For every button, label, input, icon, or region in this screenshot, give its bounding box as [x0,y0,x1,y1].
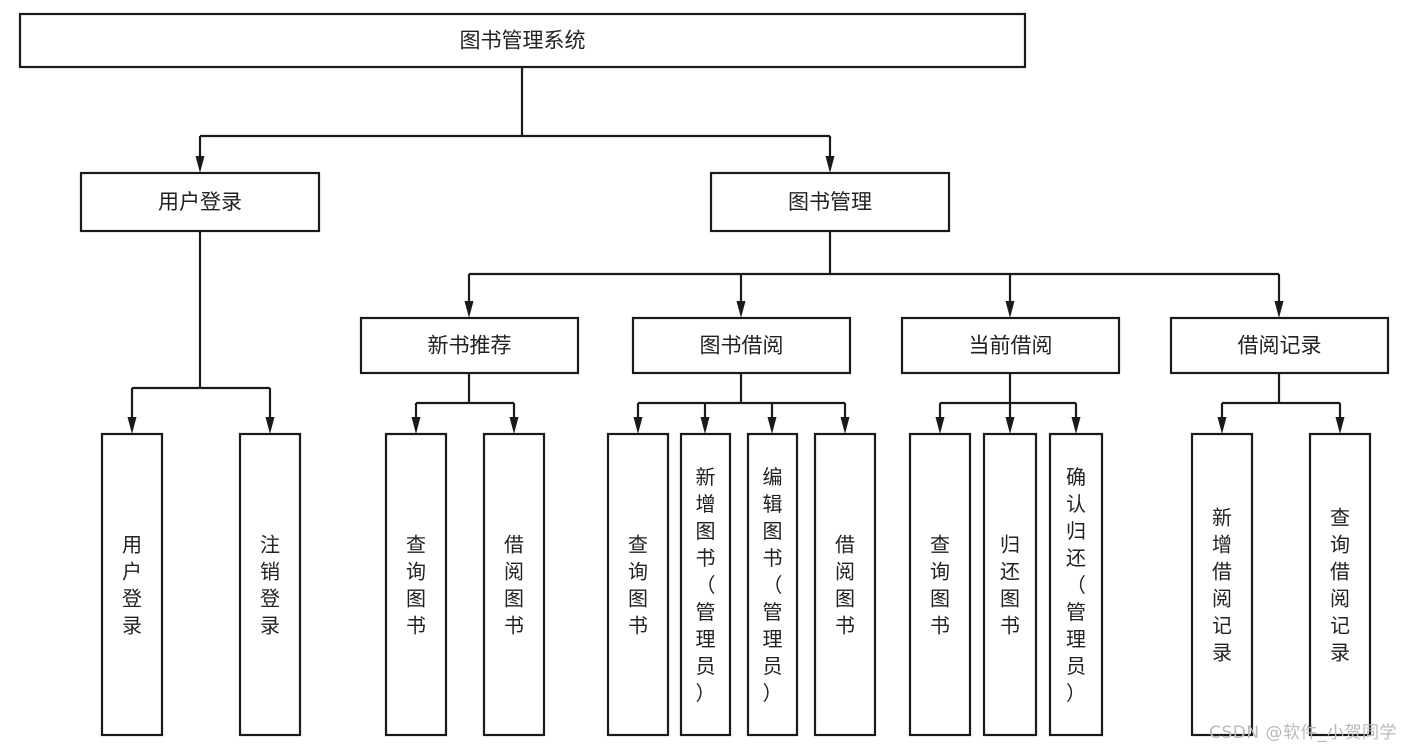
node-box[interactable] [1190,432,1254,737]
node-box[interactable] [982,432,1038,737]
branch-node-图书借阅[interactable]: 图书借阅 [631,316,852,375]
leaf-node-确认归还管理员[interactable]: 确认归还（管理员） [1048,432,1104,737]
arrow-head-icon [633,417,643,434]
arrow-head-icon [464,301,474,318]
arrow-head-icon [1005,301,1015,318]
leaf-node-新增图书管理员[interactable]: 新增图书（管理员） [679,432,732,737]
branch-node-借阅记录[interactable]: 借阅记录 [1169,316,1390,375]
node-box[interactable] [18,12,1027,69]
leaf-node-用户登录[interactable]: 用户登录 [100,432,164,737]
node-box[interactable] [79,171,321,233]
node-box[interactable] [679,432,732,737]
branch-node-当前借阅[interactable]: 当前借阅 [900,316,1121,375]
node-label: 查询借阅记录 [1330,506,1350,665]
watermark-text: CSDN @软件_小贺同学 [1209,723,1397,743]
leaf-node-编辑图书管理员[interactable]: 编辑图书（管理员） [746,432,799,737]
node-label: 归还图书 [1000,533,1020,638]
arrow-head-icon [1071,417,1081,434]
node-box[interactable] [384,432,448,737]
arrow-head-icon [825,156,835,173]
node-box[interactable] [100,432,164,737]
leaf-node-查询图书[interactable]: 查询图书 [606,432,670,737]
node-label: 新增借阅记录 [1212,506,1232,665]
arrow-head-icon [767,417,777,434]
node-label: 编辑图书（管理员） [763,465,783,705]
connector-group [1217,373,1345,434]
leaf-node-注销登录[interactable]: 注销登录 [238,432,302,737]
node-box[interactable] [482,432,546,737]
branch-node-图书管理[interactable]: 图书管理 [709,171,951,233]
node-label: 借阅图书 [504,533,524,638]
node-label: 用户登录 [158,190,242,214]
leaf-node-借阅图书[interactable]: 借阅图书 [482,432,546,737]
connector-group [633,373,850,434]
node-layer: 图书管理系统用户登录图书管理新书推荐图书借阅当前借阅借阅记录用户登录注销登录查询… [18,12,1390,737]
arrow-head-icon [509,417,519,434]
branch-node-新书推荐[interactable]: 新书推荐 [359,316,580,375]
arrow-head-icon [1335,417,1345,434]
arrow-head-icon [840,417,850,434]
leaf-node-查询图书[interactable]: 查询图书 [908,432,972,737]
root-node-图书管理系统[interactable]: 图书管理系统 [18,12,1027,69]
node-box[interactable] [238,432,302,737]
node-label: 借阅图书 [835,533,855,638]
node-box[interactable] [359,316,580,375]
node-box[interactable] [606,432,670,737]
arrow-head-icon [1005,417,1015,434]
connector-group [411,373,519,434]
arrow-head-icon [935,417,945,434]
arrow-head-icon [700,417,710,434]
node-box[interactable] [631,316,852,375]
node-label: 查询图书 [930,533,950,638]
arrow-head-icon [411,417,421,434]
arrow-head-icon [127,417,137,434]
connector-group [464,231,1284,318]
leaf-node-查询图书[interactable]: 查询图书 [384,432,448,737]
node-box[interactable] [709,171,951,233]
connector-group [127,231,275,434]
leaf-node-新增借阅记录[interactable]: 新增借阅记录 [1190,432,1254,737]
node-label: 图书管理 [788,190,872,214]
connector-group [935,373,1081,434]
node-box[interactable] [746,432,799,737]
arrow-head-icon [195,156,205,173]
node-label: 查询图书 [628,533,648,638]
node-label: 确认归还（管理员） [1066,465,1086,705]
leaf-node-查询借阅记录[interactable]: 查询借阅记录 [1308,432,1372,737]
node-label: 当前借阅 [969,334,1053,358]
node-label: 新增图书（管理员） [696,465,716,705]
node-label: 注销登录 [260,533,280,638]
arrow-head-icon [736,301,746,318]
connector-group [195,67,835,173]
node-label: 借阅记录 [1238,334,1322,358]
node-label: 图书管理系统 [460,29,586,53]
node-label: 图书借阅 [700,334,784,358]
branch-node-用户登录[interactable]: 用户登录 [79,171,321,233]
node-label: 新书推荐 [428,334,512,358]
arrow-head-icon [265,417,275,434]
node-box[interactable] [900,316,1121,375]
node-box[interactable] [1048,432,1104,737]
node-label: 用户登录 [122,533,142,638]
arrow-head-icon [1217,417,1227,434]
node-box[interactable] [1308,432,1372,737]
node-label: 查询图书 [406,533,426,638]
node-box[interactable] [908,432,972,737]
arrow-head-icon [1274,301,1284,318]
node-box[interactable] [813,432,877,737]
connector-layer [127,67,1345,434]
node-box[interactable] [1169,316,1390,375]
leaf-node-借阅图书[interactable]: 借阅图书 [813,432,877,737]
leaf-node-归还图书[interactable]: 归还图书 [982,432,1038,737]
